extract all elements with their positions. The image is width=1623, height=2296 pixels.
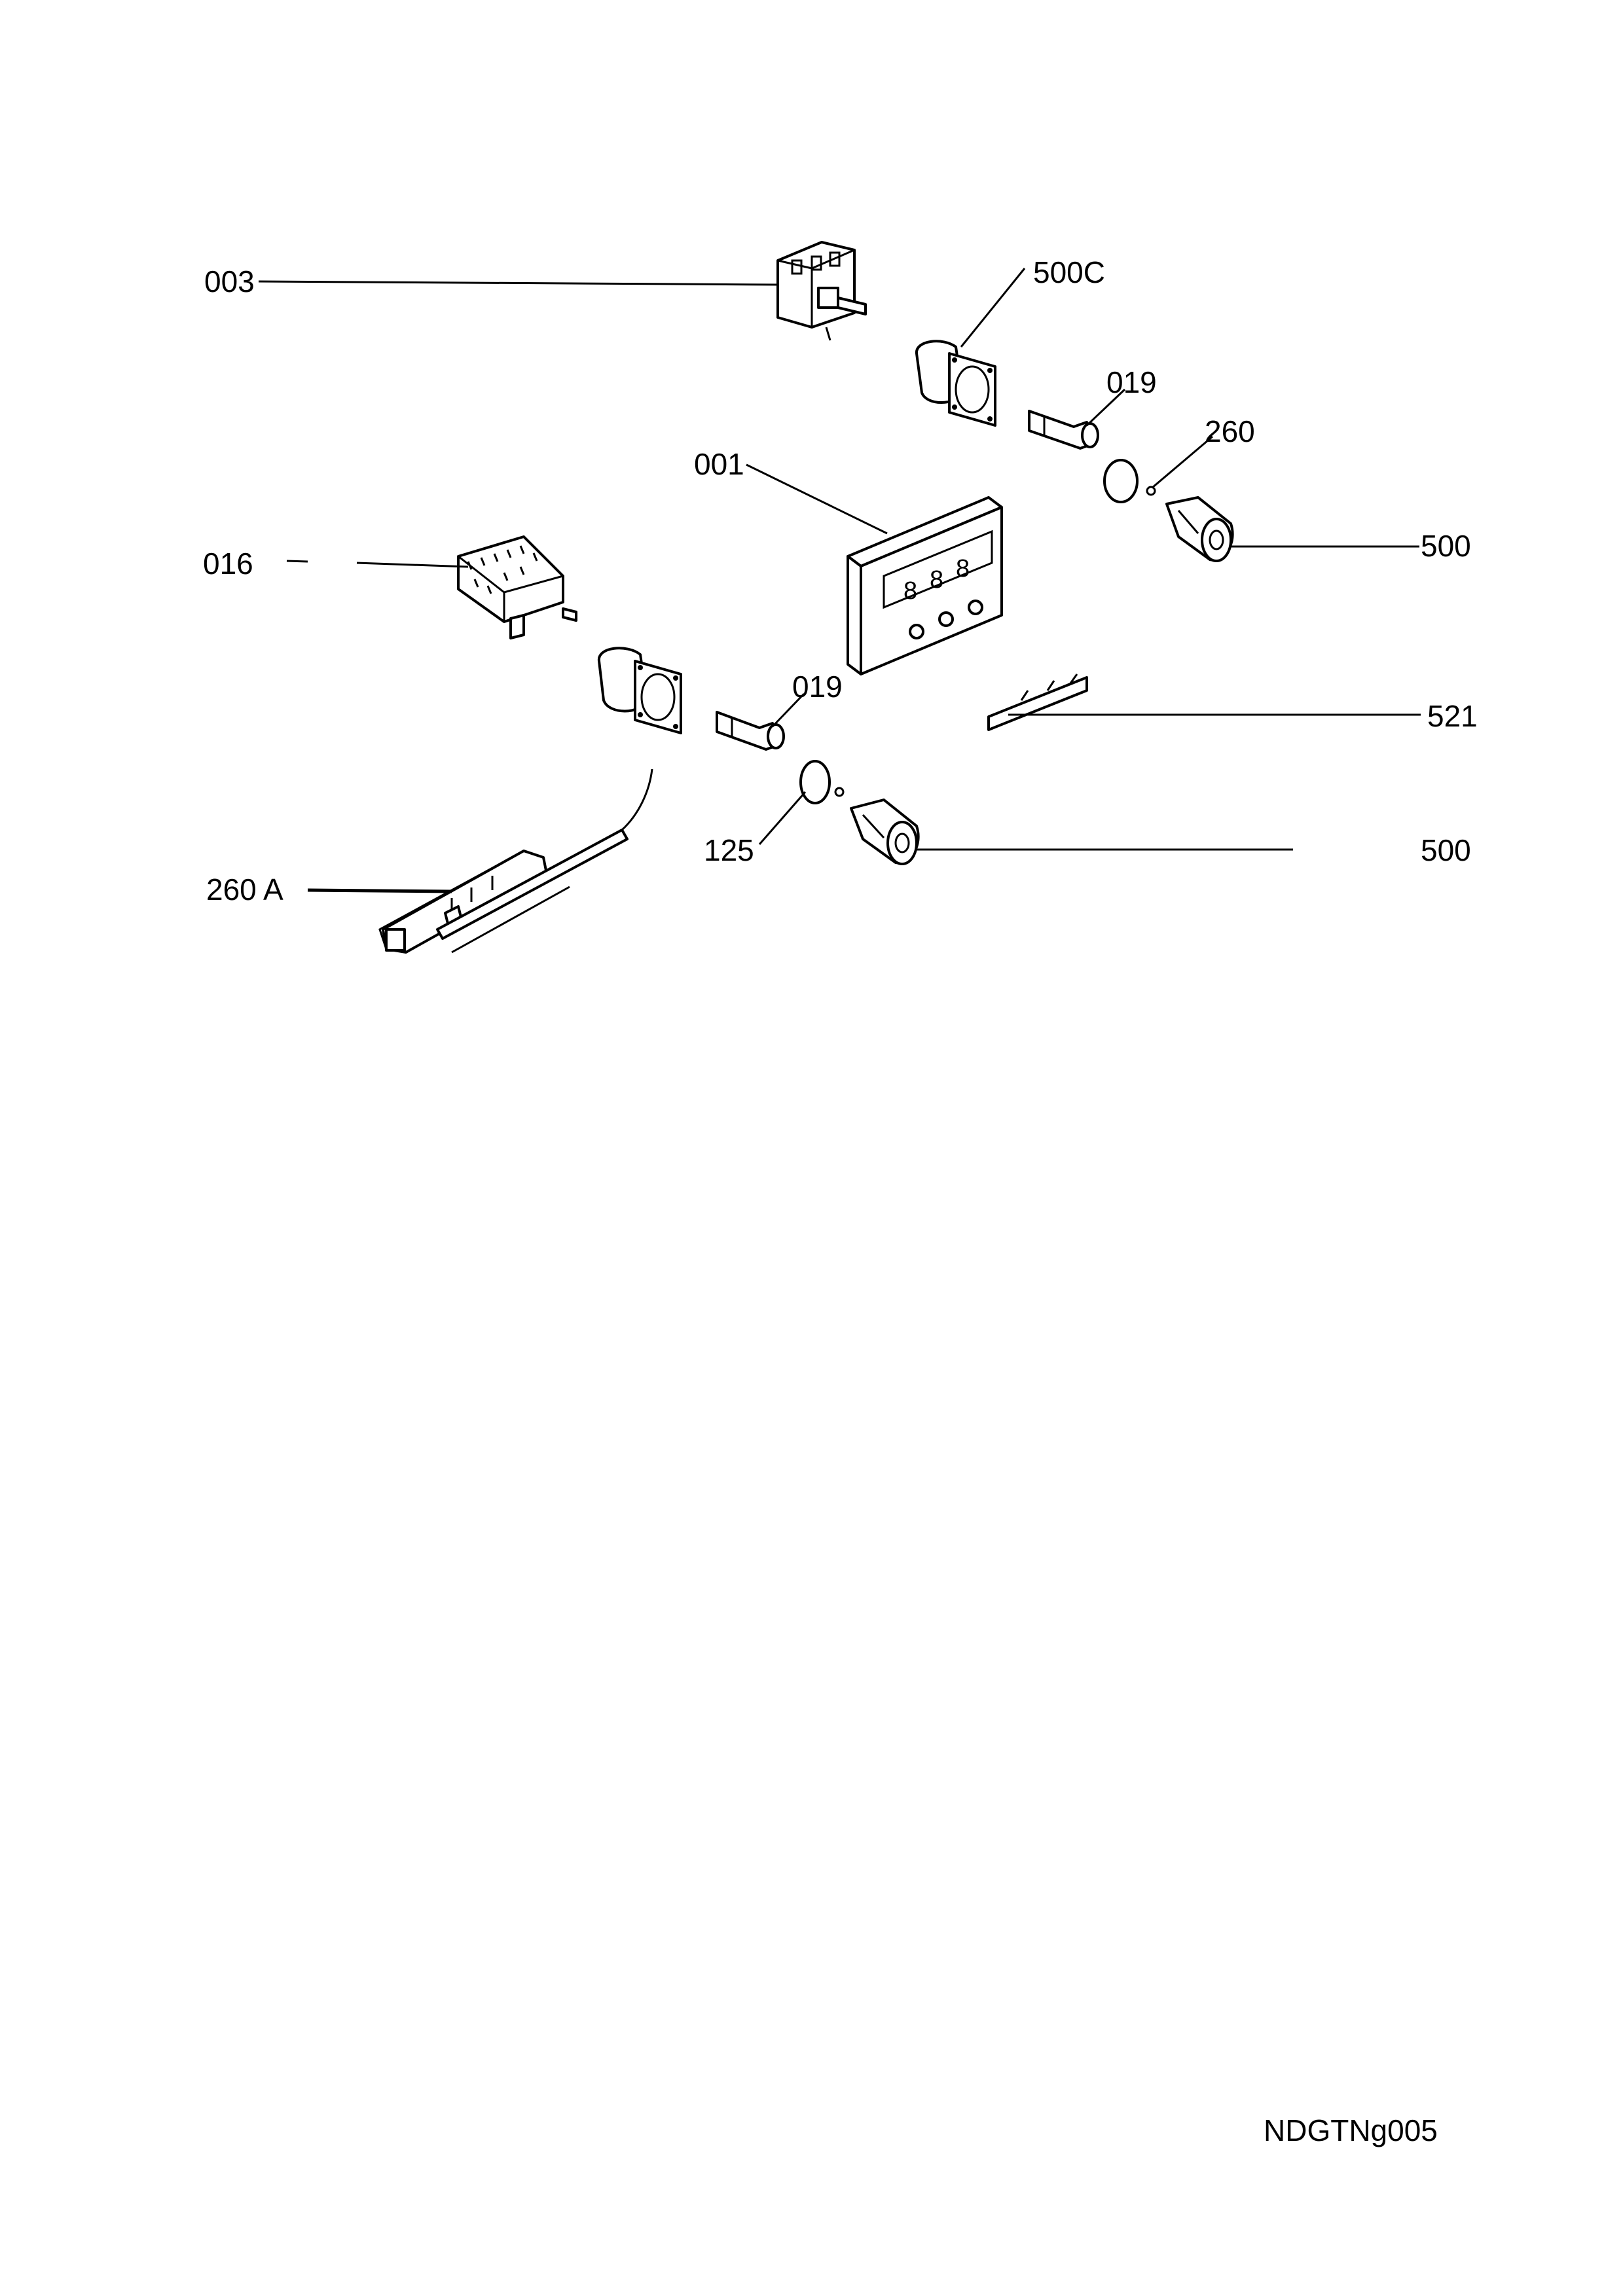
label-016: 016 bbox=[203, 547, 253, 581]
part-125-ring bbox=[799, 760, 845, 804]
leader-016-dash bbox=[286, 560, 308, 563]
label-260: 260 bbox=[1205, 414, 1255, 448]
part-260-ring bbox=[1103, 459, 1156, 503]
leader-lines bbox=[258, 268, 1421, 893]
svg-text:8: 8 bbox=[903, 577, 917, 605]
part-500-lower-knob bbox=[850, 798, 920, 865]
part-500c-flange bbox=[915, 340, 996, 427]
part-019-lower-spindle bbox=[716, 711, 785, 751]
svg-text:8: 8 bbox=[930, 566, 943, 594]
lower-flange bbox=[597, 647, 682, 734]
leader-125 bbox=[758, 791, 807, 845]
label-500-upper: 500 bbox=[1421, 529, 1471, 563]
svg-text:8: 8 bbox=[956, 555, 970, 583]
label-521: 521 bbox=[1427, 699, 1478, 733]
leader-016 bbox=[356, 562, 469, 568]
label-001: 001 bbox=[694, 447, 744, 481]
label-260a: 260 A bbox=[206, 872, 283, 906]
part-003-regulator bbox=[776, 241, 867, 341]
document-code: NDGTNg005 bbox=[1264, 2113, 1438, 2147]
part-019-upper-spindle bbox=[1028, 410, 1099, 450]
part-500-upper-knob bbox=[1165, 496, 1234, 562]
part-521-strip bbox=[987, 673, 1088, 731]
label-125: 125 bbox=[704, 833, 754, 867]
leader-019-upper bbox=[1085, 388, 1126, 427]
part-labels: 003 500C 019 260 001 016 500 019 521 125… bbox=[203, 255, 1478, 906]
part-001-timer: 8 8 8 bbox=[847, 496, 1003, 675]
label-019-upper: 019 bbox=[1106, 365, 1157, 399]
label-019-lower: 019 bbox=[792, 670, 843, 704]
leader-001 bbox=[746, 463, 888, 535]
leader-003 bbox=[258, 280, 780, 286]
label-003: 003 bbox=[204, 264, 255, 298]
part-016-selector-switch bbox=[457, 535, 577, 639]
leader-260 bbox=[1152, 435, 1213, 489]
label-500c: 500C bbox=[1033, 255, 1105, 289]
leader-500c bbox=[960, 268, 1026, 348]
label-500-lower: 500 bbox=[1421, 833, 1471, 867]
leader-260a bbox=[307, 888, 452, 893]
part-260a-thermostat-bracket bbox=[378, 768, 653, 954]
leader-019-lower bbox=[771, 692, 805, 728]
